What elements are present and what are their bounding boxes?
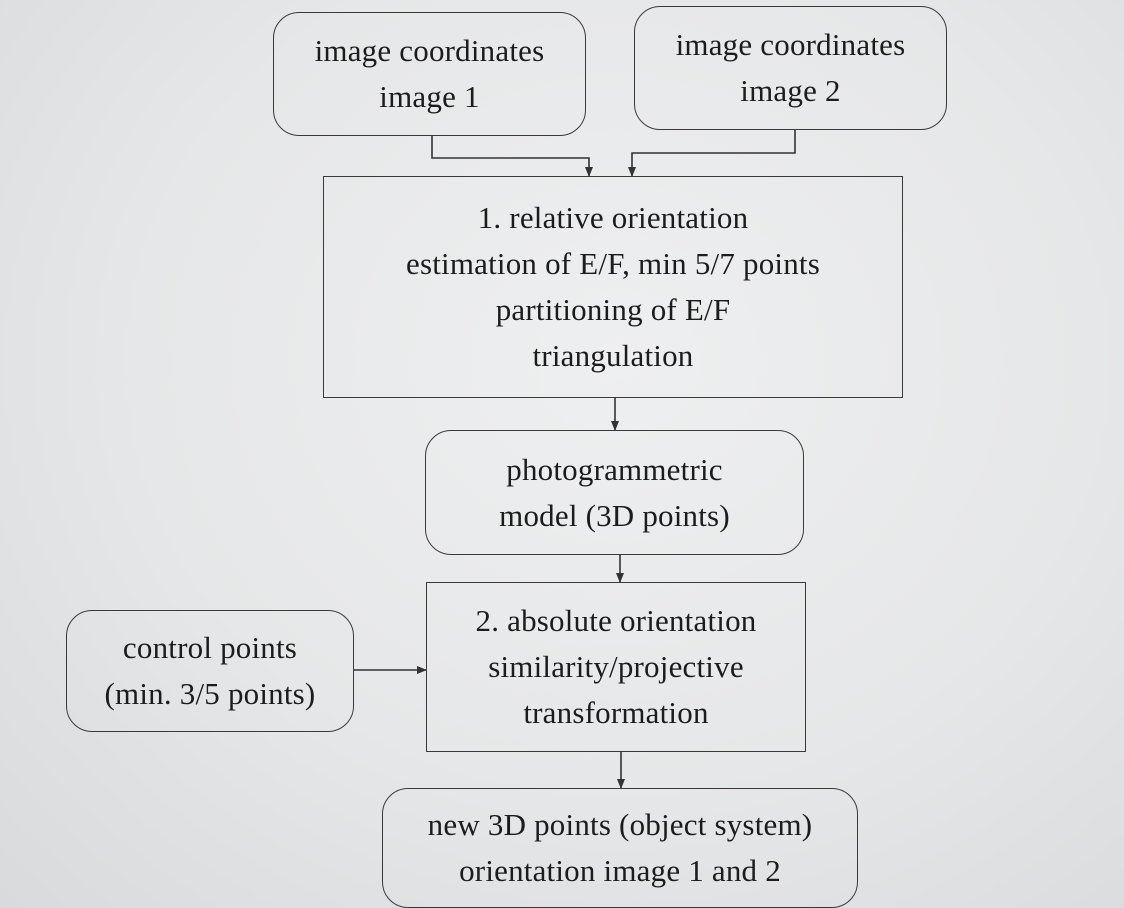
- node-line: partitioning of E/F: [495, 292, 731, 327]
- edge-image1-to-relative-orientation: [431, 136, 593, 177]
- control-points-box: control points (min. 3/5 points): [66, 610, 354, 732]
- node-line: (min. 3/5 points): [104, 676, 316, 711]
- image-coordinates-image-1-box: image coordinates image 1: [273, 12, 586, 136]
- photogrammetric-model-box: photogrammetric model (3D points): [425, 430, 804, 555]
- node-line: image coordinates: [675, 27, 906, 62]
- node-line: control points: [122, 630, 298, 665]
- node-line: model (3D points): [499, 497, 730, 533]
- absolute-orientation-box: 2. absolute orientation similarity/proje…: [426, 582, 806, 752]
- node-line: new 3D points (object system): [427, 807, 813, 842]
- node-line: triangulation: [532, 338, 694, 373]
- relative-orientation-box: 1. relative orientation estimation of E/…: [323, 176, 903, 398]
- node-line: image 1: [379, 79, 480, 114]
- result-box: new 3D points (object system) orientatio…: [382, 788, 858, 908]
- edge-image2-to-relative-orientation: [628, 130, 796, 177]
- image-coordinates-image-2-box: image coordinates image 2: [634, 6, 947, 130]
- node-line: photogrammetric: [506, 451, 723, 487]
- node-line: image 2: [740, 73, 841, 108]
- node-line: image coordinates: [314, 33, 545, 68]
- node-line: estimation of E/F, min 5/7 points: [405, 246, 820, 281]
- node-line: orientation image 1 and 2: [459, 853, 781, 888]
- node-line: 2. absolute orientation: [475, 603, 757, 638]
- node-line: 1. relative orientation: [477, 200, 749, 235]
- node-line: similarity/projective: [488, 649, 744, 684]
- node-line: transformation: [523, 695, 709, 730]
